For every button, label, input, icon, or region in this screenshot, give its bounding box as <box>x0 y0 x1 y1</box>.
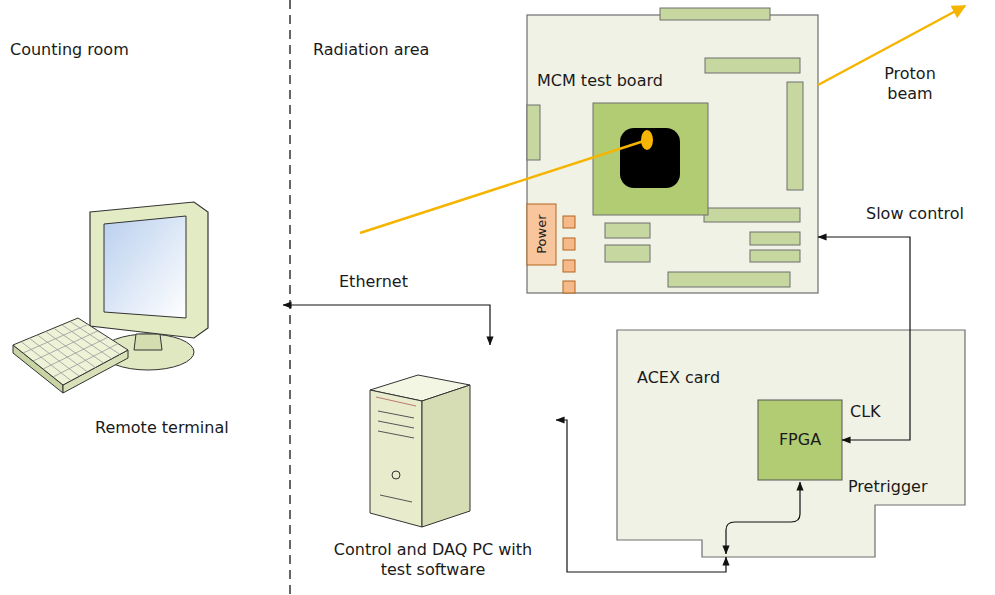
component-chip <box>660 8 770 20</box>
test-board: MCM test boardPower <box>527 15 818 293</box>
label-holder: Proton beam <box>868 64 952 104</box>
pc-label: Control and DAQ PC with test software <box>318 540 548 580</box>
keyboard-top <box>13 318 128 385</box>
tower-front <box>370 390 422 527</box>
key-column <box>54 328 104 363</box>
power-outline <box>527 204 556 265</box>
component-chip <box>704 208 800 222</box>
signal-name: Pretrigger <box>848 477 927 497</box>
monitor-body <box>90 202 208 338</box>
card-outline <box>617 330 965 557</box>
terminal-label: Remote terminal <box>95 418 229 438</box>
fpga-outline <box>758 400 842 480</box>
drive-slot <box>378 431 414 438</box>
mcm-package <box>593 103 708 215</box>
capacitor <box>563 260 575 272</box>
key-column <box>62 325 112 359</box>
component-chip <box>705 58 800 73</box>
acex-card: ACEX cardFPGA <box>617 330 965 557</box>
component-chip <box>750 232 800 245</box>
key-column <box>37 335 87 372</box>
drive-slot <box>378 411 414 418</box>
label-holder: Pretrigger <box>848 477 927 497</box>
fpga-label: FPGA <box>779 430 821 450</box>
fpga-chip: FPGA <box>758 400 842 480</box>
node-outline <box>527 15 818 293</box>
monitor-neck <box>134 334 162 350</box>
key-column <box>29 338 79 376</box>
component-chip <box>605 245 650 262</box>
component-chip <box>605 223 650 238</box>
room-label: Counting room <box>10 40 129 60</box>
connector-label: Ethernet <box>337 272 410 292</box>
component-chip <box>787 82 803 190</box>
power-block: Power <box>527 204 556 265</box>
key-column <box>70 321 120 354</box>
board-outline <box>527 15 818 293</box>
key-column <box>46 332 96 368</box>
power-label: Power <box>533 215 549 254</box>
label-holder: Slow control <box>864 204 966 224</box>
label-holder: Counting room <box>10 40 129 60</box>
capacitor <box>563 238 575 250</box>
vent <box>380 495 412 502</box>
drive-slot <box>378 421 414 428</box>
signal-connector <box>283 305 490 345</box>
board-title: MCM test board <box>537 71 663 91</box>
bus-wire <box>726 482 800 554</box>
component-chip <box>527 105 540 160</box>
card-title: ACEX card <box>637 368 720 388</box>
node-outline <box>8 200 283 445</box>
connector-label: Slow control <box>864 204 966 224</box>
power-button <box>392 471 400 479</box>
terminal-icon: Remote terminal <box>8 200 283 445</box>
label-holder: CLK <box>850 402 881 422</box>
room-divider <box>289 0 291 595</box>
component-chip <box>668 272 790 287</box>
mcm-die <box>620 128 680 188</box>
monitor-screen <box>104 216 186 318</box>
label-holder: Ethernet <box>337 272 410 292</box>
capacitor <box>563 281 575 293</box>
beam-label: Proton beam <box>868 64 952 104</box>
pc-icon: Control and DAQ PC with test software <box>318 345 556 590</box>
drive-trim <box>376 397 416 406</box>
component-chip <box>750 250 800 262</box>
tower-side <box>422 385 470 527</box>
key-column <box>21 342 71 381</box>
signal-name: CLK <box>850 402 881 422</box>
label-holder: Radiation area <box>313 40 429 60</box>
proton-beam-in <box>360 140 647 233</box>
room-label: Radiation area <box>313 40 429 60</box>
capacitor <box>563 216 575 228</box>
